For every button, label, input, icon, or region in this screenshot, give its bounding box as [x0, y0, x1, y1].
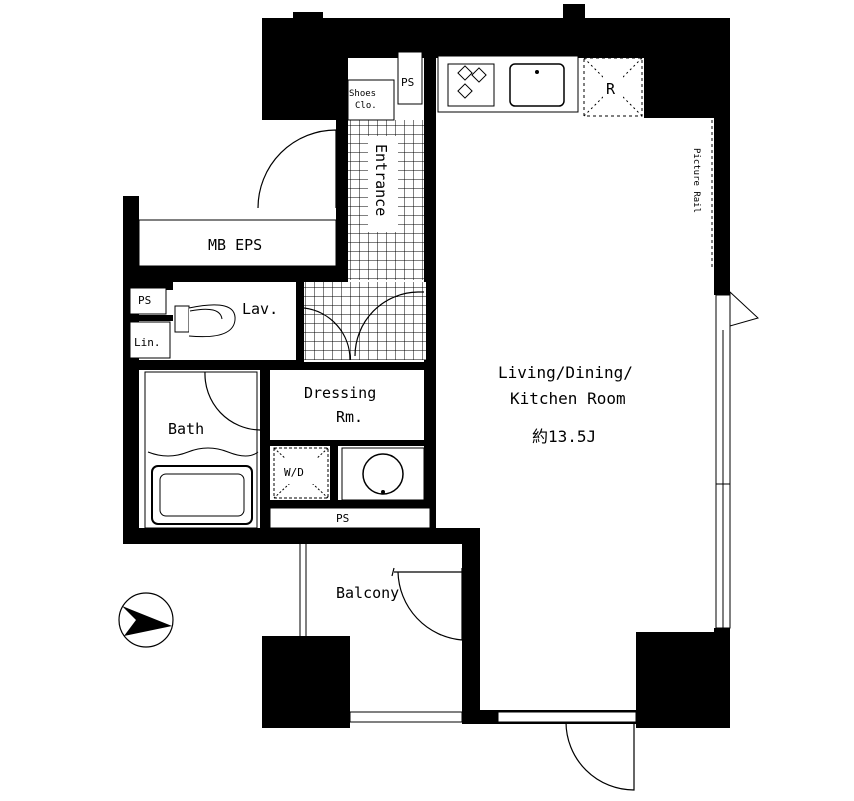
washbasin-icon — [341, 447, 425, 501]
wall-wd-right — [330, 440, 338, 506]
ldk-label-line2: Kitchen Room — [510, 389, 626, 408]
dressing-label-line1: Dressing — [304, 384, 376, 402]
wall-pillar-bottom-right — [636, 632, 730, 728]
shoes-closet-label-line1: Shoes — [349, 89, 376, 99]
corridor-door-swing — [354, 291, 424, 357]
entrance-label: Entrance — [372, 144, 390, 216]
wall-ldk-left — [424, 120, 436, 532]
refrigerator-space — [583, 57, 643, 117]
ldk-label-line1: Living/Dining/ — [498, 363, 633, 382]
mb-eps-area — [138, 219, 337, 267]
ldk-area-label: 約13.5J — [532, 427, 596, 446]
balcony-bottom-rail — [349, 711, 463, 723]
north-arrow-icon — [118, 592, 174, 648]
wall-balcony-right — [462, 528, 480, 718]
bathtub-icon — [151, 465, 253, 525]
kitchen-sink-icon — [509, 63, 565, 107]
wall-dress-mid — [270, 440, 436, 446]
ps-left-label: PS — [138, 294, 151, 307]
wall-lav-left-div — [123, 282, 173, 290]
right-ac-unit — [729, 290, 759, 327]
ps-top-label: PS — [401, 76, 414, 89]
balcony-label: Balcony — [336, 584, 399, 602]
wall-between-ps-kitchen — [424, 50, 436, 120]
wall-bath-dress — [260, 362, 270, 532]
ps-left-box — [129, 287, 167, 315]
bath-door-swing — [204, 371, 261, 431]
right-window — [715, 294, 731, 629]
ps-bottom-box — [269, 507, 431, 529]
wall-mb-bottom — [123, 266, 348, 282]
wall-lav-bottom — [123, 360, 304, 370]
wall-right-upper — [714, 110, 730, 295]
refrigerator-label: R — [606, 80, 616, 98]
front-door-swing — [257, 129, 337, 209]
mb-eps-label: MB EPS — [208, 236, 262, 254]
lav-label: Lav. — [242, 300, 278, 318]
bath-curtain-line — [147, 447, 259, 457]
wall-bottom-left — [123, 528, 480, 544]
linen-label: Lin. — [134, 336, 161, 349]
toilet-icon — [174, 304, 236, 338]
bottom-window — [497, 711, 637, 723]
shoes-closet — [347, 79, 395, 121]
balcony-door-swing — [391, 567, 463, 641]
picture-rail-label: Picture Rail — [691, 148, 701, 213]
linen-box — [129, 321, 171, 359]
wall-top-right-pillar — [644, 18, 730, 118]
stove-icon — [447, 63, 495, 107]
washer-dryer-space — [273, 447, 329, 499]
ps-top-box — [397, 51, 423, 105]
ps-bottom-label: PS — [336, 512, 349, 525]
wall-dress-top — [260, 362, 436, 370]
doors — [204, 129, 635, 791]
wall-ps-lin-div — [123, 315, 173, 321]
wd-label: W/D — [284, 466, 304, 479]
entrance-label-bg — [368, 136, 398, 232]
lav-door-swing — [303, 307, 351, 361]
dressing-label-line2: Rm. — [336, 408, 363, 426]
wall-chimney-right — [563, 4, 585, 20]
wall-dress-ps — [270, 500, 436, 508]
bath-label: Bath — [168, 420, 204, 438]
wall-lav-right — [296, 282, 304, 362]
wall-chimney-left — [293, 12, 323, 22]
wall-entrance-upper — [336, 110, 348, 212]
wall-pillar-bottom-left — [262, 636, 350, 728]
wall-mb-right — [336, 212, 348, 282]
bottom-door-swing — [565, 721, 635, 791]
shoes-closet-label-line2: Clo. — [355, 101, 377, 111]
